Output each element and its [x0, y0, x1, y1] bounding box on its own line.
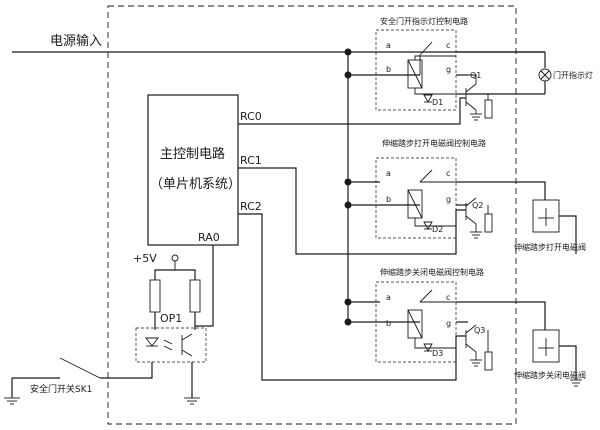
q2-label: Q2: [472, 201, 483, 210]
pin-ra0-label: RA0: [198, 231, 220, 244]
q2-resistor: [484, 213, 493, 233]
q3-emitter: [465, 343, 477, 353]
diode3: [423, 343, 433, 352]
relay3-pin-c: c: [446, 293, 450, 302]
q2-emitter: [465, 215, 477, 225]
plus-5v-label: +5V: [133, 252, 157, 265]
pin-rc0-label: RC0: [240, 110, 262, 123]
door-switch-contact: [59, 357, 101, 379]
relay3-coil-mark: [407, 309, 423, 339]
circuit2-title: 伸缩踏步打开电磁阀控制电路: [382, 138, 486, 148]
open-valve-control-circuit: 伸缩踏步打开电磁阀控制电路 a b c g D2 Q2 伸缩踏步打开电磁阀: [348, 138, 586, 254]
circuit1-title: 安全门开指示灯控制电路: [380, 16, 468, 26]
q3-label: Q3: [474, 326, 485, 335]
relay1-contact: [419, 41, 433, 56]
relay2-pin-a: a: [386, 169, 391, 178]
pin-rc2-label: RC2: [240, 200, 262, 213]
wire: [456, 181, 546, 200]
optocoupler-box: [135, 327, 207, 363]
q1-resistor: [484, 99, 493, 119]
relay2-coil-mark: [407, 189, 423, 219]
q3-collector: [465, 324, 477, 334]
diode2: [423, 221, 433, 230]
power-input-label: 电源输入: [50, 33, 102, 49]
diode1-label: D1: [432, 98, 443, 107]
relay3-pin-b: b: [386, 319, 391, 328]
relay2-contact: [419, 169, 433, 183]
close-valve-label: 伸缩踏步关闭电磁阀: [514, 370, 586, 380]
relay2-pin-b: b: [386, 195, 391, 204]
main-control-subtitle: （单片机系统）: [150, 177, 241, 192]
q1-emitter: [465, 101, 477, 111]
close-valve-control-circuit: 伸缩踏步关闭电磁阀控制电路 a b c g D3 Q3: [348, 267, 586, 387]
relay1-pin-g: g: [446, 65, 451, 74]
wire: [195, 245, 214, 327]
rc0-wire: [238, 97, 466, 125]
relay1-pin-a: a: [386, 41, 391, 50]
opto-led: [145, 337, 159, 347]
diode2-label: D2: [432, 225, 443, 234]
circuit3-title: 伸缩踏步关闭电磁阀控制电路: [380, 267, 484, 277]
wire: [100, 362, 153, 379]
relay1-box: [375, 29, 457, 111]
relay2-box: [375, 157, 457, 239]
q1-collector: [465, 83, 477, 93]
relay2-pin-g: g: [446, 195, 451, 204]
opto-transistor: [181, 333, 193, 341]
wire: [414, 338, 456, 349]
q2-collector: [465, 197, 477, 207]
diode3-label: D3: [432, 349, 443, 358]
open-valve-label: 伸缩踏步打开电磁阀: [514, 242, 586, 252]
door-switch-input-circuit: +5V OP1 安全门开关SK1: [4, 245, 214, 405]
op1-label: OP1: [160, 312, 182, 325]
wire: [414, 55, 456, 60]
lamp-cross: [540, 70, 550, 80]
relay3-pin-a: a: [386, 293, 391, 302]
opto-transistor: [181, 349, 193, 357]
wire: [414, 218, 456, 227]
rc2-wire: [238, 213, 466, 381]
system-boundary: [107, 5, 517, 425]
junction-dot: [344, 48, 352, 56]
lamp-label: 门开指示灯: [553, 70, 593, 80]
wire: [468, 74, 477, 84]
vcc-terminal: [171, 254, 179, 262]
wire: [154, 269, 196, 280]
pullup-resistor: [189, 279, 201, 313]
lamp-control-circuit: 安全门开指示灯控制电路 a b c g D1 Q1: [348, 16, 593, 121]
relay3-contact: [419, 289, 433, 303]
opto-arrow: [163, 339, 173, 345]
relay2-pin-c: c: [446, 169, 450, 178]
wire: [559, 345, 577, 380]
wire: [559, 215, 577, 254]
q3-resistor: [484, 351, 493, 371]
relay1-coil-mark: [407, 59, 423, 89]
rc1-wire: [238, 167, 466, 255]
wire: [456, 301, 546, 330]
relay1-pin-b: b: [386, 65, 391, 74]
led-resistor: [149, 279, 161, 313]
opto-arrow: [163, 345, 173, 351]
door-switch-label: 安全门开关SK1: [30, 383, 92, 395]
main-control-block: [147, 94, 239, 246]
wire: [414, 88, 456, 95]
pin-rc1-label: RC1: [240, 154, 262, 167]
relay3-pin-g: g: [446, 319, 451, 328]
diode1: [423, 94, 433, 103]
relay1-pin-c: c: [446, 41, 450, 50]
main-control-title: 主控制电路: [160, 146, 225, 162]
